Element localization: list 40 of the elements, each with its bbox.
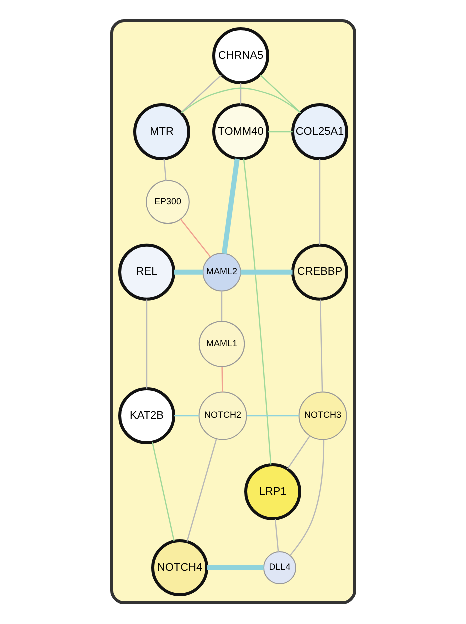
node-circle: CHRNA5 xyxy=(212,27,269,84)
node-circle: KAT2B xyxy=(118,388,175,445)
connector xyxy=(221,158,240,254)
connector xyxy=(221,367,223,392)
connector xyxy=(260,74,301,114)
connector xyxy=(152,442,174,542)
connector xyxy=(318,159,320,245)
node-circle: MAML1 xyxy=(198,321,245,368)
node-circle: MTR xyxy=(133,103,190,160)
connector xyxy=(163,159,166,181)
node-circle: REL xyxy=(118,244,175,301)
node-circle: TOMM40 xyxy=(212,103,269,160)
connector xyxy=(274,519,279,552)
connector xyxy=(180,88,301,114)
connector xyxy=(240,270,292,275)
connector xyxy=(206,566,264,571)
connector xyxy=(180,74,222,114)
node-circle: NOTCH2 xyxy=(198,392,247,440)
connector xyxy=(174,415,198,417)
connector xyxy=(286,436,310,470)
node-circle: DLL4 xyxy=(263,552,296,585)
node-circle: MAML2 xyxy=(202,253,241,292)
connector xyxy=(186,438,217,542)
connector xyxy=(220,291,222,322)
node-circle: CREBBP xyxy=(291,244,348,301)
connector xyxy=(146,300,148,389)
node-circle: COL25A1 xyxy=(291,103,348,160)
connector xyxy=(240,83,242,105)
connector xyxy=(180,218,211,258)
cluster xyxy=(110,19,356,605)
node-circle: NOTCH4 xyxy=(151,540,208,597)
node-circle: EP300 xyxy=(146,180,190,224)
connector xyxy=(246,415,299,417)
connector xyxy=(319,300,323,392)
connector xyxy=(242,158,272,465)
node-circle: LRP1 xyxy=(244,464,301,521)
node-circle: NOTCH3 xyxy=(298,392,347,440)
connector xyxy=(268,131,292,133)
connector xyxy=(290,440,324,556)
connector xyxy=(174,270,202,275)
